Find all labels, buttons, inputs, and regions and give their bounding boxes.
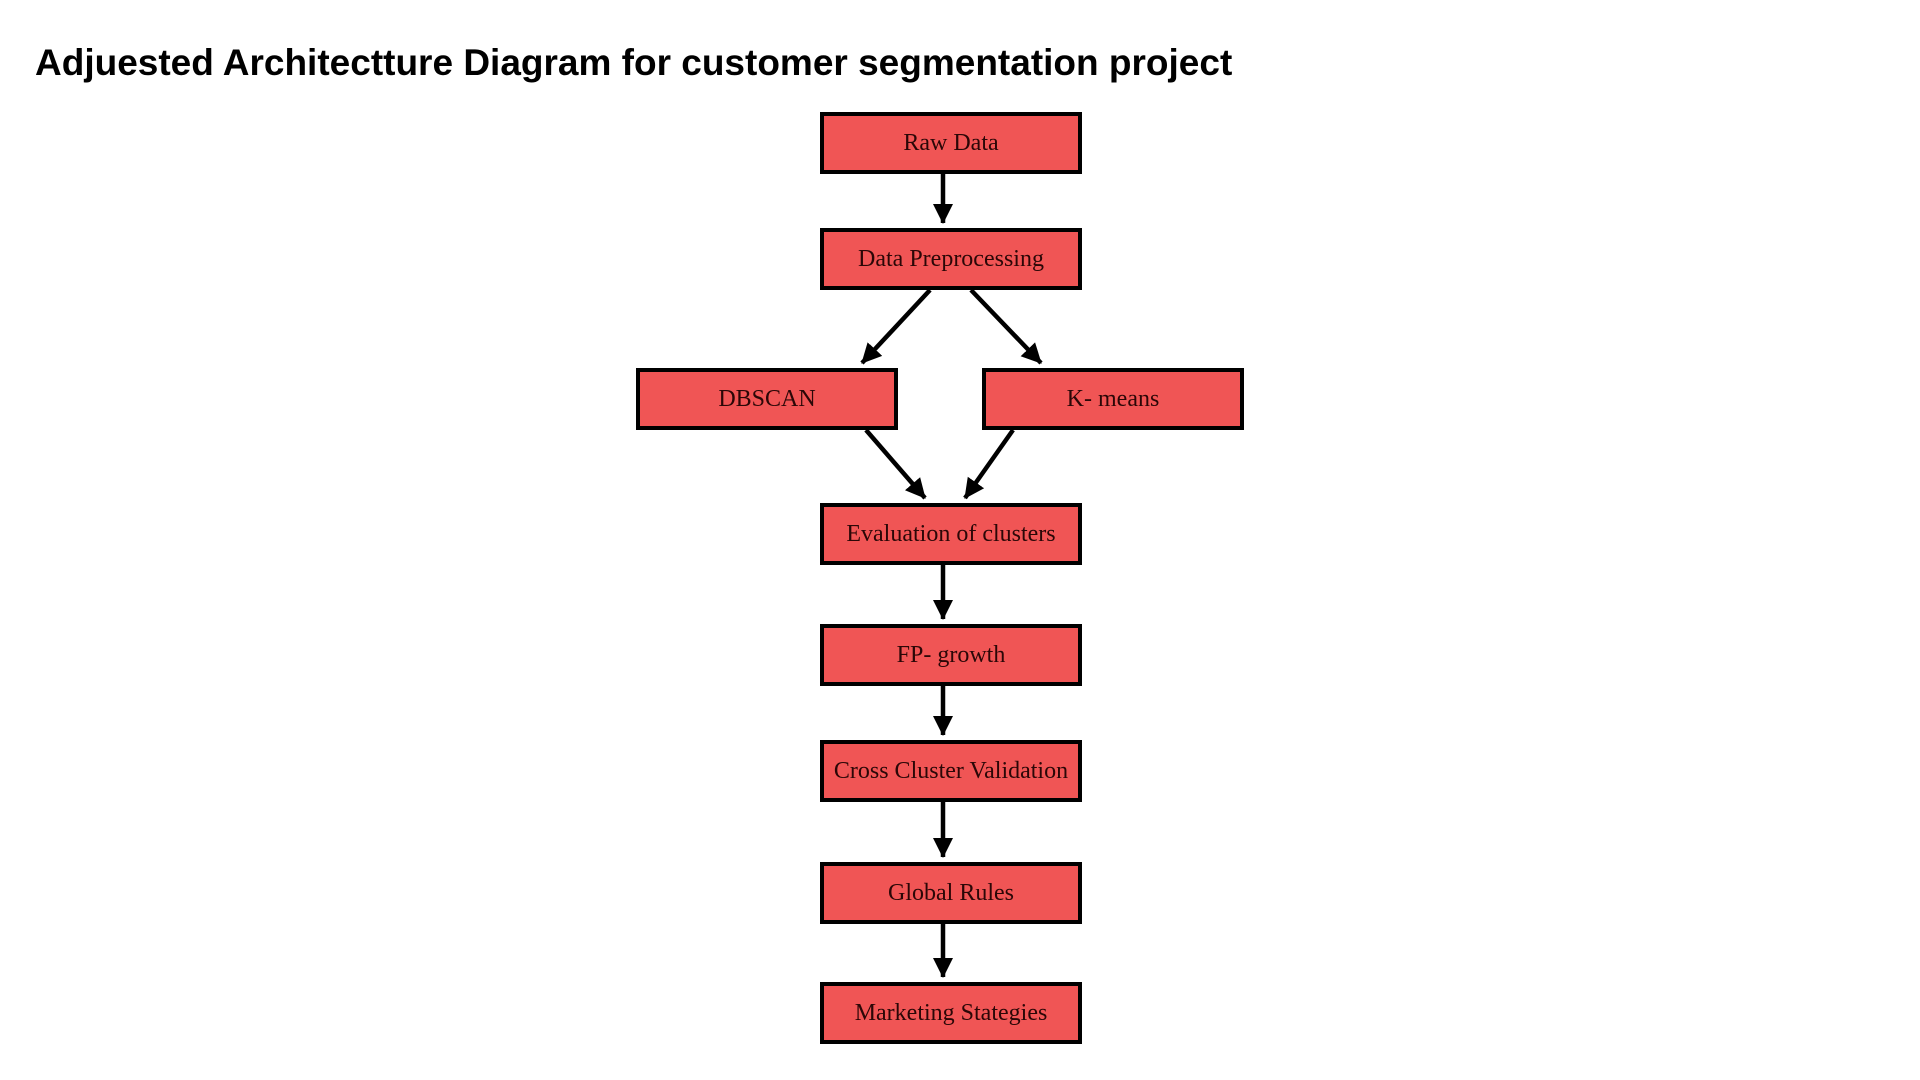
node-evaluation-of-clusters: Evaluation of clusters [820, 503, 1082, 565]
node-data-preprocessing: Data Preprocessing [820, 228, 1082, 290]
node-marketing-stategies: Marketing Stategies [820, 982, 1082, 1044]
arrow-k-means-to-evaluation-of-clusters [963, 428, 1015, 500]
node-cross-cluster-validation: Cross Cluster Validation [820, 740, 1082, 802]
node-global-rules: Global Rules [820, 862, 1082, 924]
node-dbscan: DBSCAN [636, 368, 898, 430]
node-fp-growth: FP- growth [820, 624, 1082, 686]
arrow-dbscan-to-evaluation-of-clusters [864, 428, 927, 500]
arrow-data-preprocessing-to-dbscan [860, 288, 932, 365]
node-k-means: K- means [982, 368, 1244, 430]
node-raw-data: Raw Data [820, 112, 1082, 174]
arrow-data-preprocessing-to-k-means [969, 288, 1043, 365]
diagram-title: Adjuested Architectture Diagram for cust… [35, 42, 1233, 83]
